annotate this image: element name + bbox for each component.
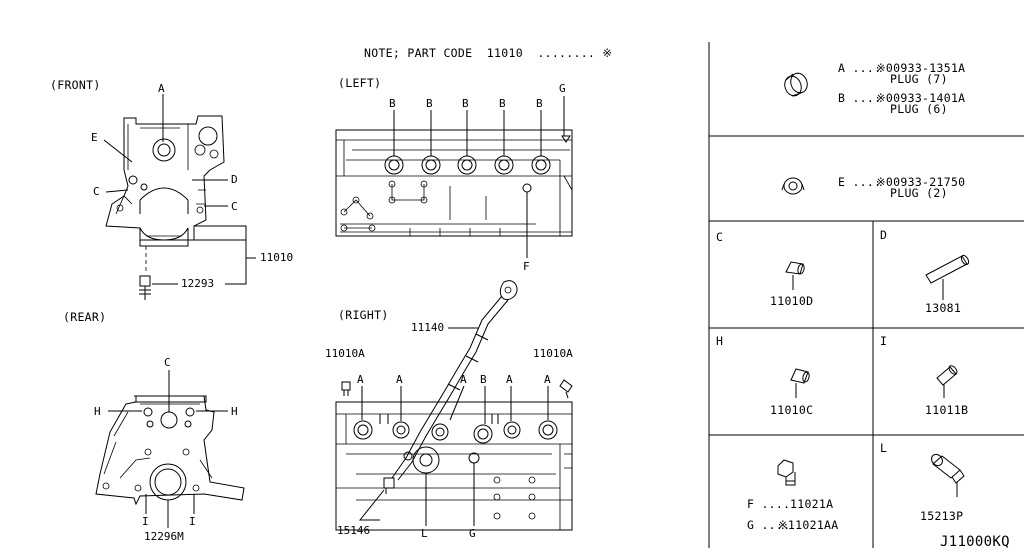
part-i-letter: I bbox=[880, 334, 888, 348]
front-callout-lines bbox=[103, 94, 256, 285]
rear-view-title: (REAR) bbox=[63, 310, 107, 324]
rear-callout-lines bbox=[108, 370, 228, 528]
right-callout-g: G bbox=[469, 527, 476, 540]
part-b-key: B .... bbox=[838, 91, 882, 105]
front-callout-c-right: C bbox=[231, 200, 238, 213]
part-d-letter: D bbox=[880, 228, 888, 242]
part-h-letter: H bbox=[716, 334, 724, 348]
right-callout-a3: A bbox=[460, 373, 467, 386]
left-callout-b4: B bbox=[499, 97, 506, 110]
part-g-code: ※11021AA bbox=[778, 518, 839, 532]
rear-part-12296m: 12296M bbox=[144, 530, 184, 543]
part-i-icon bbox=[936, 365, 958, 398]
part-l-icon bbox=[931, 453, 965, 497]
part-e-key: E .... bbox=[838, 175, 882, 189]
left-callout-b1: B bbox=[389, 97, 396, 110]
front-callout-a: A bbox=[158, 82, 165, 95]
part-a-key: A .... bbox=[838, 61, 882, 75]
part-h-code: 11010C bbox=[770, 403, 814, 417]
front-part-12293: 12293 bbox=[181, 277, 215, 290]
part-h-icon bbox=[790, 368, 810, 398]
part-l-code: 15213P bbox=[920, 509, 964, 523]
left-callout-b5: B bbox=[536, 97, 543, 110]
part-b-desc: PLUG (6) bbox=[890, 102, 948, 116]
right-part-15146: 15146 bbox=[337, 524, 371, 537]
part-d-icon bbox=[925, 254, 970, 296]
right-callout-b: B bbox=[480, 373, 487, 386]
left-callout-g: G bbox=[559, 82, 566, 95]
part-i-code: 11011B bbox=[925, 403, 969, 417]
parts-table-grid bbox=[708, 42, 1024, 548]
part-f-code: 11021A bbox=[790, 497, 834, 511]
rear-callout-i-right: I bbox=[189, 515, 196, 528]
right-callout-a5: A bbox=[544, 373, 551, 386]
part-c-icon bbox=[785, 261, 805, 290]
part-f-key: F .... bbox=[747, 497, 791, 511]
bolt-fg-icon bbox=[777, 459, 796, 486]
left-callout-lines bbox=[393, 96, 565, 258]
rear-callout-c: C bbox=[164, 356, 171, 369]
front-view-block bbox=[105, 115, 225, 300]
part-a-code: ※00933-1351A bbox=[876, 61, 966, 75]
rear-callout-h-left: H bbox=[94, 405, 101, 418]
left-view-title: (LEFT) bbox=[338, 76, 382, 90]
right-part-11140: 11140 bbox=[411, 321, 445, 334]
part-g-key: G .... bbox=[747, 518, 791, 532]
rear-callout-i-left: I bbox=[142, 515, 149, 528]
right-callout-a2: A bbox=[396, 373, 403, 386]
part-c-code: 11010D bbox=[770, 294, 814, 308]
plug-ab-icon bbox=[784, 72, 808, 97]
part-a-desc: PLUG (7) bbox=[890, 72, 948, 86]
front-view-title: (FRONT) bbox=[50, 78, 101, 92]
part-e-desc: PLUG (2) bbox=[890, 186, 948, 200]
dipstick-tube bbox=[391, 280, 518, 481]
left-view-block bbox=[335, 129, 573, 237]
part-b-code: ※00933-1401A bbox=[876, 91, 966, 105]
left-callout-f: F bbox=[523, 260, 530, 273]
front-part-11010: 11010 bbox=[260, 251, 294, 264]
part-code-note: NOTE; PART CODE 11010 ........ ※ bbox=[364, 46, 613, 60]
front-callout-d: D bbox=[231, 173, 238, 186]
right-callout-lines bbox=[358, 327, 549, 526]
right-part-11010a-left: 11010A bbox=[325, 347, 365, 360]
right-callout-a1: A bbox=[357, 373, 364, 386]
right-view-title: (RIGHT) bbox=[338, 308, 389, 322]
diagram-id: J11000KQ bbox=[940, 534, 1010, 550]
front-callout-c-left: C bbox=[93, 185, 100, 198]
part-d-code: 13081 bbox=[925, 301, 962, 315]
right-part-11010a-right: 11010A bbox=[533, 347, 573, 360]
part-c-letter: C bbox=[716, 230, 724, 244]
part-l-letter: L bbox=[880, 441, 888, 455]
front-callout-e: E bbox=[91, 131, 98, 144]
left-callout-b2: B bbox=[426, 97, 433, 110]
left-callout-b3: B bbox=[462, 97, 469, 110]
rear-view-block bbox=[95, 395, 245, 506]
rear-callout-h-right: H bbox=[231, 405, 238, 418]
part-e-code: ※00933-21750 bbox=[876, 175, 966, 189]
right-callout-l: L bbox=[421, 527, 428, 540]
right-view-block bbox=[335, 379, 573, 531]
plug-e-icon bbox=[781, 177, 805, 195]
right-callout-a4: A bbox=[506, 373, 513, 386]
